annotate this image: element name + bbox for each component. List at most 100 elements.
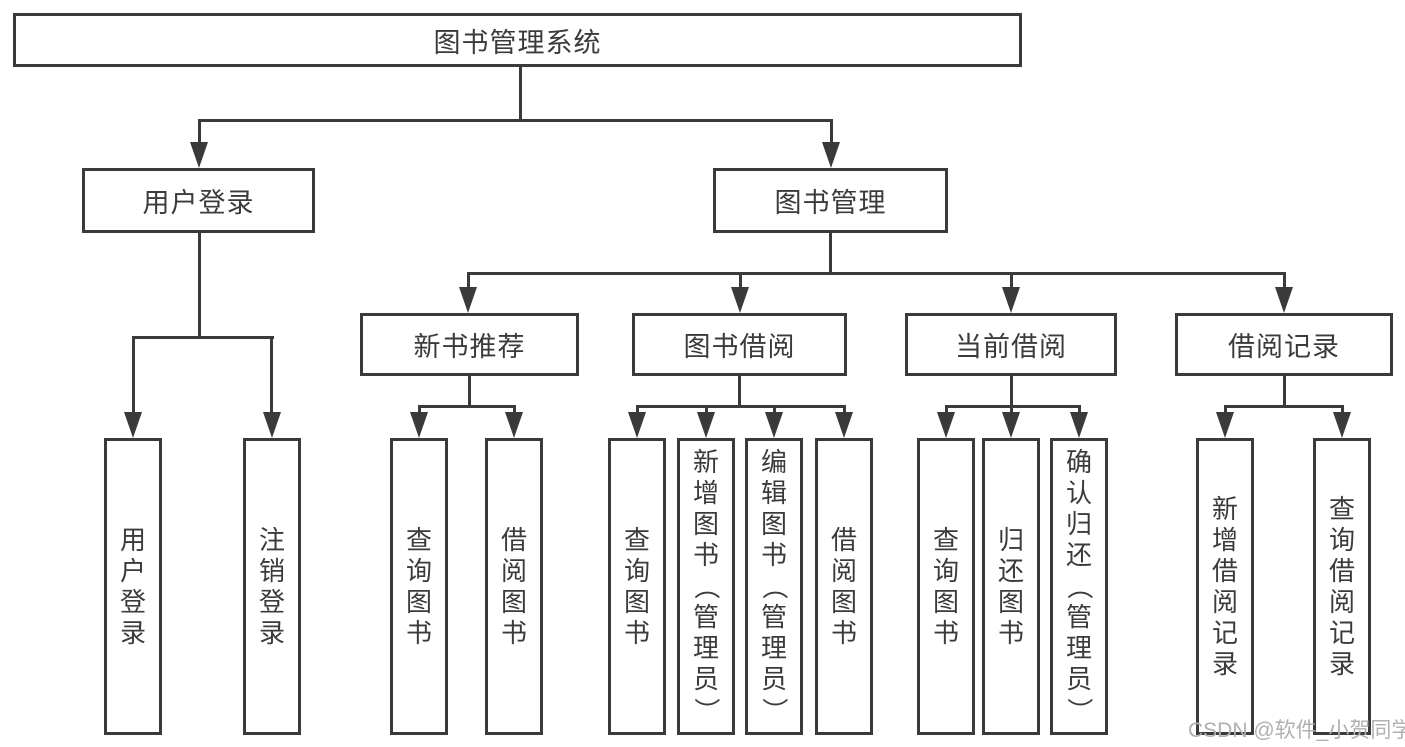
arrow-down-icon bbox=[697, 412, 715, 438]
glyph: 管 bbox=[760, 602, 787, 632]
connector-line bbox=[1010, 376, 1013, 407]
arrow-down-icon bbox=[937, 412, 955, 438]
node-label-vertical: 用户登录 bbox=[120, 525, 146, 649]
node-label-vertical: 查询借阅记录 bbox=[1329, 494, 1355, 680]
glyph: 图 bbox=[500, 586, 527, 617]
glyph: 录 bbox=[1211, 648, 1238, 679]
glyph: 注 bbox=[258, 524, 285, 555]
glyph: （ bbox=[759, 573, 790, 600]
glyph: 理 bbox=[1065, 633, 1092, 663]
arrow-down-icon bbox=[410, 412, 428, 438]
glyph: 管 bbox=[1065, 602, 1092, 632]
glyph: 新 bbox=[692, 447, 719, 477]
node-leaf-confirm-return: 确认归还（管理员） bbox=[1050, 438, 1108, 735]
node-login: 用户登录 bbox=[82, 168, 315, 233]
glyph: 询 bbox=[1328, 524, 1355, 555]
glyph: 登 bbox=[119, 586, 146, 617]
glyph: 录 bbox=[119, 617, 146, 648]
glyph: 阅 bbox=[1211, 586, 1238, 617]
connector-line bbox=[132, 336, 274, 339]
glyph: 销 bbox=[258, 555, 285, 586]
node-leaf-query-book-3: 查询图书 bbox=[917, 438, 975, 735]
connector-line bbox=[1283, 272, 1286, 289]
glyph: ） bbox=[759, 697, 790, 724]
glyph: 图 bbox=[692, 509, 719, 539]
node-records: 借阅记录 bbox=[1175, 313, 1393, 376]
glyph: 员 bbox=[760, 664, 787, 694]
node-leaf-logout: 注销登录 bbox=[243, 438, 301, 735]
node-label: 图书管理 bbox=[774, 188, 887, 218]
arrow-down-icon bbox=[1070, 412, 1088, 438]
node-leaf-query-record: 查询借阅记录 bbox=[1313, 438, 1371, 735]
glyph: 询 bbox=[623, 555, 650, 586]
node-leaf-add-record: 新增借阅记录 bbox=[1196, 438, 1254, 735]
node-label-vertical: 确认归还（管理员） bbox=[1064, 447, 1095, 726]
glyph: 登 bbox=[258, 586, 285, 617]
glyph: 归 bbox=[1065, 509, 1092, 539]
glyph: 询 bbox=[405, 555, 432, 586]
arrow-down-icon bbox=[1333, 412, 1351, 438]
node-root: 图书管理系统 bbox=[13, 13, 1022, 67]
glyph: 书 bbox=[997, 617, 1024, 648]
glyph: 记 bbox=[1211, 617, 1238, 648]
watermark: CSDN @软件_小贺同学 bbox=[1188, 719, 1405, 742]
node-label: 图书管理系统 bbox=[433, 27, 602, 58]
node-label-vertical: 新增借阅记录 bbox=[1212, 494, 1238, 680]
arrow-down-icon bbox=[835, 412, 853, 438]
connector-line bbox=[945, 405, 948, 414]
node-label-vertical: 查询图书 bbox=[624, 525, 650, 649]
glyph: 图 bbox=[623, 586, 650, 617]
node-label-vertical: 新增图书（管理员） bbox=[691, 447, 722, 726]
glyph: 查 bbox=[1328, 493, 1355, 524]
glyph: 员 bbox=[692, 664, 719, 694]
glyph: 增 bbox=[692, 478, 719, 508]
arrow-down-icon bbox=[765, 412, 783, 438]
connector-line bbox=[1341, 405, 1344, 414]
node-mgmt: 图书管理 bbox=[713, 168, 948, 233]
connector-line bbox=[1224, 405, 1227, 414]
glyph: 询 bbox=[932, 555, 959, 586]
connector-line bbox=[198, 119, 833, 122]
glyph: 用 bbox=[119, 524, 146, 555]
node-label-vertical: 查询图书 bbox=[933, 525, 959, 649]
node-label: 新书推荐 bbox=[413, 332, 526, 362]
glyph: ） bbox=[1064, 697, 1095, 724]
arrow-down-icon bbox=[263, 412, 281, 438]
connector-line bbox=[773, 405, 776, 414]
glyph: 新 bbox=[1211, 493, 1238, 524]
glyph: 增 bbox=[1211, 524, 1238, 555]
glyph: 理 bbox=[692, 633, 719, 663]
connector-line bbox=[945, 405, 1081, 408]
connector-line bbox=[468, 376, 471, 407]
connector-line bbox=[467, 272, 1286, 275]
connector-line bbox=[132, 336, 135, 414]
arrow-down-icon bbox=[731, 287, 749, 313]
glyph: 录 bbox=[1328, 648, 1355, 679]
connector-line bbox=[467, 272, 470, 289]
glyph: 还 bbox=[997, 555, 1024, 586]
glyph: 借 bbox=[1211, 555, 1238, 586]
connector-line bbox=[519, 67, 522, 120]
node-leaf-query-book-2: 查询图书 bbox=[608, 438, 666, 735]
glyph: 图 bbox=[932, 586, 959, 617]
glyph: 书 bbox=[623, 617, 650, 648]
node-label-vertical: 编辑图书（管理员） bbox=[759, 447, 790, 726]
connector-line bbox=[1224, 405, 1344, 408]
connector-line bbox=[270, 336, 273, 414]
glyph: （ bbox=[691, 573, 722, 600]
glyph: ） bbox=[691, 697, 722, 724]
connector-line bbox=[636, 405, 846, 408]
node-leaf-edit-book: 编辑图书（管理员） bbox=[745, 438, 803, 735]
arrow-down-icon bbox=[459, 287, 477, 313]
node-label-vertical: 查询图书 bbox=[406, 525, 432, 649]
glyph: 记 bbox=[1328, 617, 1355, 648]
glyph: 确 bbox=[1065, 447, 1092, 477]
glyph: 归 bbox=[997, 524, 1024, 555]
glyph: 户 bbox=[119, 555, 146, 586]
connector-line bbox=[418, 405, 421, 414]
glyph: 书 bbox=[760, 540, 787, 570]
connector-line bbox=[705, 405, 708, 414]
connector-line bbox=[843, 405, 846, 414]
glyph: 阅 bbox=[500, 555, 527, 586]
node-leaf-query-book-1: 查询图书 bbox=[390, 438, 448, 735]
